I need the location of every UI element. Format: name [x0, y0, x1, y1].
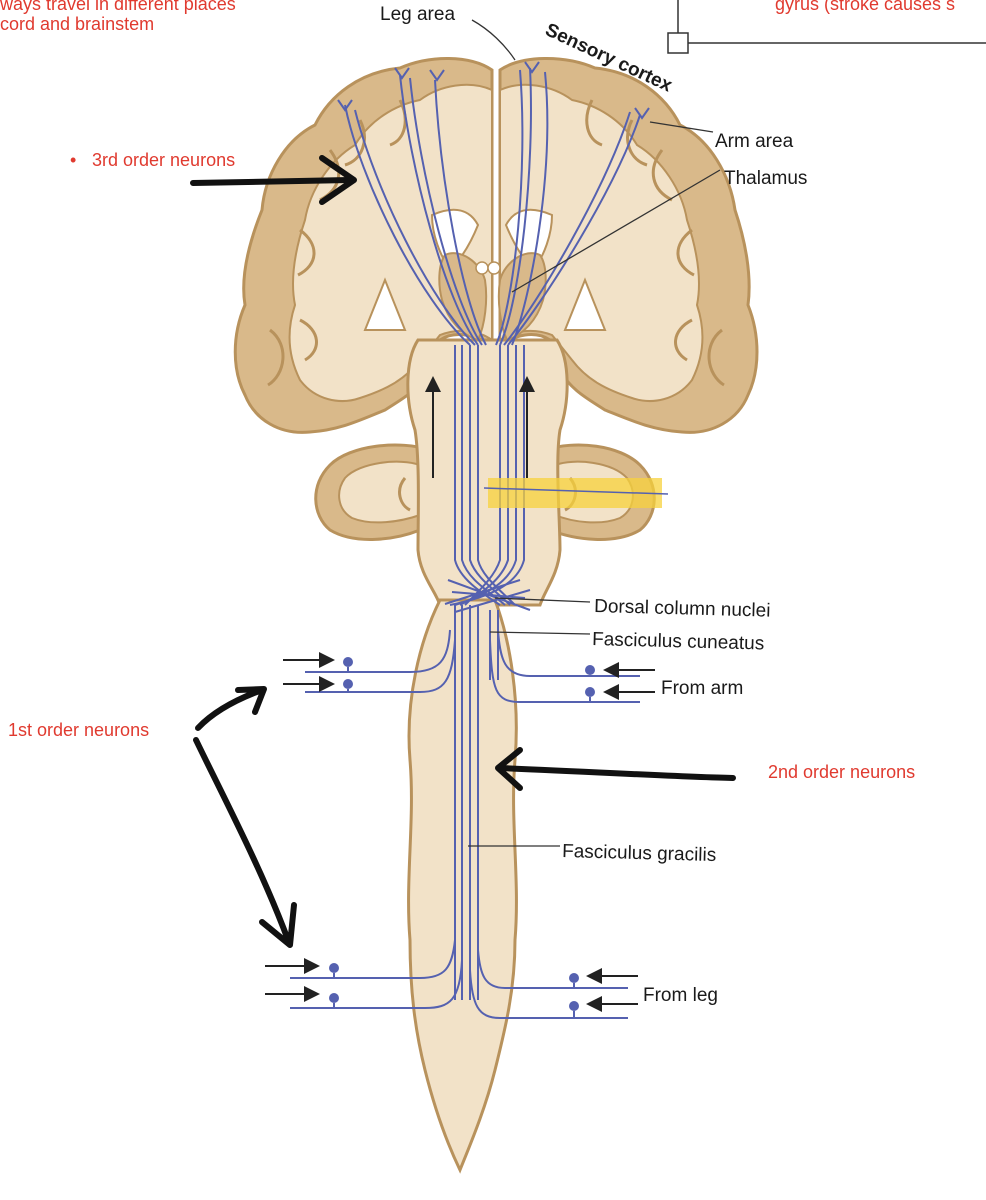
label-arm-area: Arm area	[715, 131, 794, 152]
annotation-top-left-line2: cord and brainstem	[0, 14, 154, 34]
brainstem	[406, 338, 569, 607]
label-thalamus: Thalamus	[724, 168, 807, 189]
dorsal-column-tracts	[290, 61, 650, 1019]
label-fasciculus-cuneatus: Fasciculus cuneatus	[592, 629, 765, 654]
annotation-top-left-line1: ways travel in different places	[0, 0, 236, 14]
annotation-top-right: gyrus (stroke causes s	[775, 0, 955, 14]
top-right-box-fragment	[667, 0, 986, 54]
annotation-3rd-order: 3rd order neurons	[92, 150, 235, 170]
arrow-1st-order-down	[193, 737, 297, 948]
label-from-arm: From arm	[661, 678, 743, 699]
annotation-1st-order: 1st order neurons	[8, 720, 149, 740]
hand-drawn-arrows	[190, 155, 736, 948]
label-from-leg: From leg	[643, 985, 718, 1006]
label-fasciculus-gracilis: Fasciculus gracilis	[562, 841, 717, 866]
label-dorsal-column-nuclei: Dorsal column nuclei	[594, 596, 771, 622]
arrow-3rd-order	[190, 155, 357, 205]
arrow-1st-order-up	[195, 686, 267, 731]
leader-lines	[468, 19, 721, 847]
annotation-2nd-order: 2nd order neurons	[768, 762, 915, 782]
label-leg-area: Leg area	[380, 4, 455, 25]
arrow-2nd-order	[495, 747, 736, 791]
input-arrows	[265, 376, 655, 1012]
annotation-3rd-order-bullet: •	[70, 150, 76, 170]
